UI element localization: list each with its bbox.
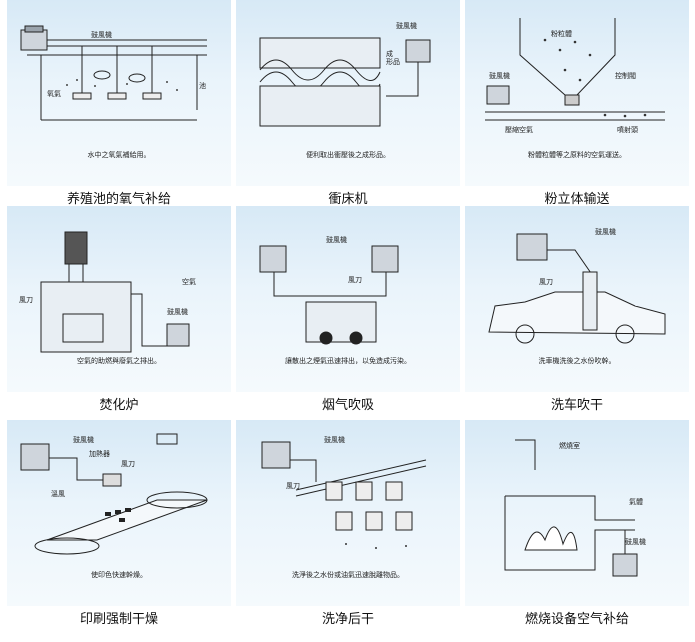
title-washdry: 洗净后干: [321, 612, 374, 627]
label-knife: 風刀: [286, 482, 300, 490]
cell-combustion: 燃燒室 氣體 鼓風機 燃烧设备空气补给: [465, 420, 689, 634]
label-knife: 風刀: [19, 296, 33, 304]
caption-powder: 粉體粒體等之原料的空氣運送。: [528, 151, 626, 159]
powder-drawing: 粉粒體 鼓風機 控制閥 壓縮空氣 噴射頭: [485, 18, 665, 134]
label-blower: 鼓風機: [326, 235, 347, 244]
diagram-press: 鼓風機 成 形品 便利取出衝壓後之成形品。: [236, 0, 460, 186]
cell-press: 鼓風機 成 形品 便利取出衝壓後之成形品。 衝床机: [236, 0, 460, 214]
title-print: 印刷强制干燥: [79, 612, 158, 627]
label-blower: 鼓風機: [396, 21, 417, 30]
diagram-incinerator: 空氣 風刀 鼓風機 空氣的助燃與廢氣之排出。: [7, 206, 231, 392]
label-blower: 鼓風機: [324, 435, 345, 444]
caption-press: 便利取出衝壓後之成形品。: [306, 151, 390, 159]
diagram-print: 鼓風機 加熱器 風刀 溫風 使印色快速幹燥。: [7, 420, 231, 606]
diagram-aquaculture: 鼓風機 氧氣 池 水中之氧氣補給用。: [7, 0, 231, 186]
carwash-drawing: 鼓風機 風刀: [488, 227, 666, 344]
label-valve: 控制閥: [615, 71, 636, 80]
label-product-2: 形品: [386, 58, 400, 66]
smoke-drawing: 鼓風機 風刀: [259, 235, 399, 345]
caption-carwash: 洗車機洗後之水份吹幹。: [538, 357, 616, 365]
label-oxygen: 氧氣: [47, 89, 61, 98]
label-blower: 鼓風機: [167, 307, 188, 316]
title-combustion: 燃烧设备空气补给: [524, 612, 629, 627]
press-drawing: 鼓風機 成 形品: [259, 21, 431, 127]
diagram-carwash: 鼓風機 風刀 洗車機洗後之水份吹幹。: [465, 206, 689, 392]
label-blower: 鼓風機: [489, 71, 510, 80]
diagram-powder: 粉粒體 鼓風機 控制閥 壓縮空氣 噴射頭 粉體粒體等之原料的空氣運送。: [465, 0, 689, 186]
label-product-1: 成: [386, 49, 393, 58]
label-hot-air: 溫風: [51, 489, 65, 498]
label-blower: 鼓風機: [595, 227, 616, 236]
caption-washdry: 洗淨後之水份或油氣迅速脫離物品。: [292, 571, 404, 579]
label-air: 壓縮空氣: [505, 125, 533, 134]
caption-aquaculture: 水中之氧氣補給用。: [87, 151, 151, 159]
combustion-drawing: 燃燒室 氣體 鼓風機: [504, 439, 646, 577]
caption-smoke: 讓散出之煙氣迅速排出，以免造成污染。: [285, 357, 411, 365]
title-smoke: 烟气吹吸: [321, 398, 374, 413]
caption-incinerator: 空氣的助燃與廢氣之排出。: [77, 357, 161, 365]
label-knife: 風刀: [121, 460, 135, 468]
cell-aquaculture: 鼓風機 氧氣 池 水中之氧氣補給用。 养殖池的氧气补给: [7, 0, 231, 214]
cell-print: 鼓風機 加熱器 風刀 溫風 使印色快速幹燥。 印刷强制干燥: [7, 420, 231, 634]
title-aquaculture: 养殖池的氧气补给: [66, 192, 171, 207]
label-blower: 鼓風機: [91, 30, 112, 39]
diagram-washdry: 鼓風機 風刀 洗淨後之水份或油氣迅速脫離物品。: [236, 420, 460, 606]
cell-incinerator: 空氣 風刀 鼓風機 空氣的助燃與廢氣之排出。 焚化炉: [7, 206, 231, 420]
label-chamber: 燃燒室: [559, 441, 580, 450]
cell-carwash: 鼓風機 風刀 洗車機洗後之水份吹幹。 洗车吹干: [465, 206, 689, 420]
label-heater: 加熱器: [89, 449, 110, 458]
washdry-drawing: 鼓風機 風刀: [261, 435, 427, 549]
print-drawing: 鼓風機 加熱器 風刀 溫風: [20, 433, 208, 555]
cell-powder: 粉粒體 鼓風機 控制閥 壓縮空氣 噴射頭 粉體粒體等之原料的空氣運送。 粉立体输…: [465, 0, 689, 214]
caption-print: 使印色快速幹燥。: [91, 571, 147, 579]
diagram-smoke: 鼓風機 風刀 讓散出之煙氣迅速排出，以免造成污染。: [236, 206, 460, 392]
cell-smoke: 鼓風機 風刀 讓散出之煙氣迅速排出，以免造成污染。 烟气吹吸: [236, 206, 460, 420]
title-powder: 粉立体输送: [544, 192, 610, 207]
label-nozzle: 噴射頭: [617, 125, 638, 134]
label-blower: 鼓風機: [73, 435, 94, 444]
label-knife: 風刀: [348, 276, 362, 284]
label-air: 空氣: [182, 277, 196, 286]
label-gas: 氣體: [629, 497, 643, 506]
label-powder: 粉粒體: [551, 29, 572, 38]
title-incinerator: 焚化炉: [99, 398, 139, 413]
label-pool: 池: [199, 81, 206, 90]
aquaculture-drawing: 鼓風機 氧氣 池: [20, 25, 207, 121]
label-knife: 風刀: [539, 278, 553, 286]
title-press: 衝床机: [328, 192, 368, 207]
diagram-combustion: 燃燒室 氣體 鼓風機: [465, 420, 689, 606]
cell-washdry: 鼓風機 風刀 洗淨後之水份或油氣迅速脫離物品。 洗净后干: [236, 420, 460, 634]
incinerator-drawing: 空氣 風刀 鼓風機: [19, 231, 196, 353]
title-carwash: 洗车吹干: [550, 398, 603, 413]
label-blower: 鼓風機: [625, 537, 646, 546]
